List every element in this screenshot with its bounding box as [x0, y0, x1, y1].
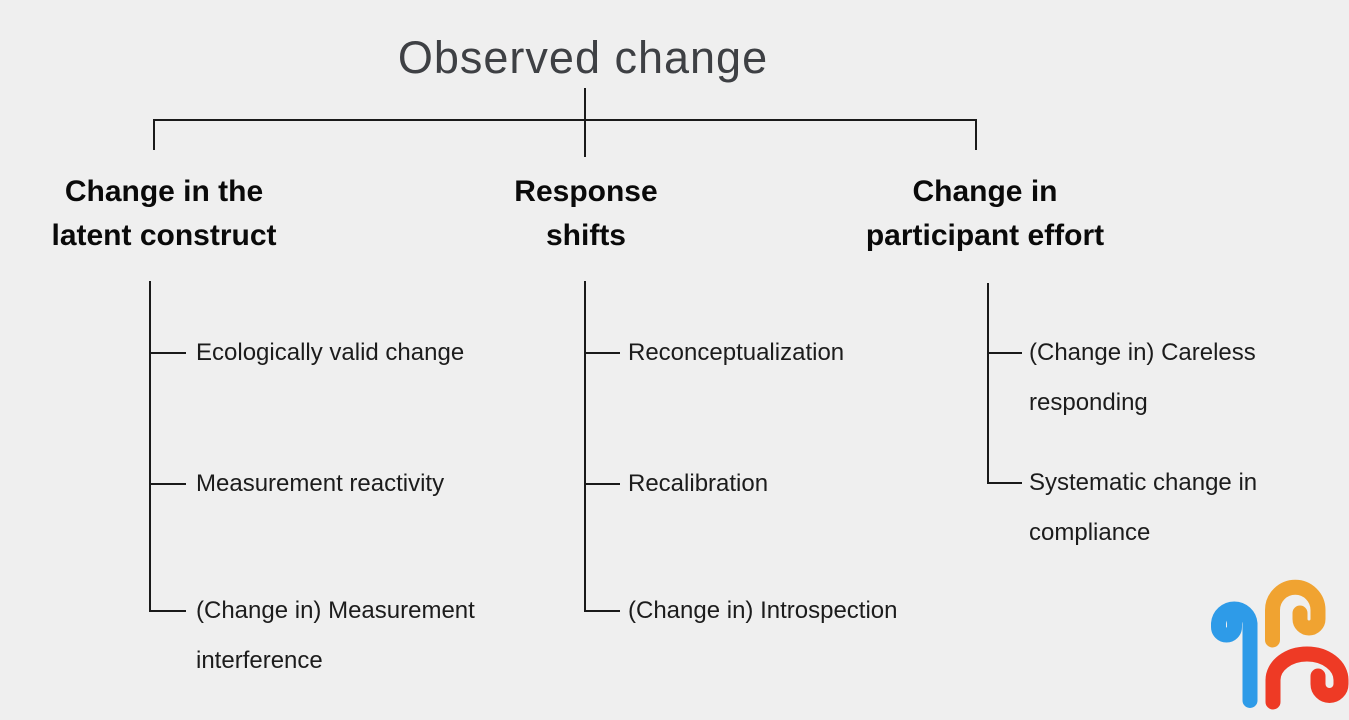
heading-line: Response [514, 175, 658, 208]
logo-orange-hook [1265, 579, 1326, 648]
leaf-item-line: (Change in) Measurement [196, 597, 475, 624]
leaf-item: Measurement reactivity [196, 459, 444, 509]
leaf-item-line: Reconceptualization [628, 339, 845, 366]
branch-heading-participant-effort: Change in participant effort [805, 170, 1165, 258]
three-hooks-logo-icon [1211, 579, 1349, 710]
trunk-middle [584, 281, 620, 612]
branch-heading-response-shifts: Response shifts [436, 170, 736, 258]
leaf-item: Ecologically valid change [196, 328, 464, 378]
heading-line: latent construct [51, 219, 277, 252]
diagram-title: Observed change [397, 32, 769, 83]
trunk-left [149, 281, 186, 612]
leaf-item: Reconceptualization [628, 328, 844, 378]
leaf-item-line: responding [1029, 389, 1148, 416]
leaf-item-line: interference [196, 647, 323, 674]
heading-line: Change in the [64, 175, 264, 208]
branch-heading-latent-construct: Change in the latent construct [4, 170, 324, 258]
trunk-right [987, 283, 1022, 484]
leaf-item-line: (Change in) Introspection [628, 597, 898, 624]
leaf-item: (Change in) Careless responding [1029, 328, 1256, 428]
leaf-item-line: Systematic change in [1029, 469, 1258, 496]
leaf-item: (Change in) Measurement interference [196, 586, 475, 686]
leaf-item: (Change in) Introspection [628, 586, 897, 636]
logo-blue-hook [1211, 601, 1258, 708]
heading-line: shifts [545, 219, 626, 252]
leaf-item: Recalibration [628, 459, 768, 509]
leaf-item-line: Recalibration [628, 470, 769, 497]
leaf-item-line: compliance [1029, 519, 1151, 546]
leaf-item-line: Measurement reactivity [196, 470, 445, 497]
heading-line: Change in [912, 175, 1058, 208]
heading-line: participant effort [865, 219, 1105, 252]
leaf-item-line: Ecologically valid change [196, 339, 465, 366]
logo-red-hook [1265, 646, 1349, 710]
leaf-item-line: (Change in) Careless [1029, 339, 1256, 366]
leaf-item: Systematic change in compliance [1029, 458, 1257, 558]
